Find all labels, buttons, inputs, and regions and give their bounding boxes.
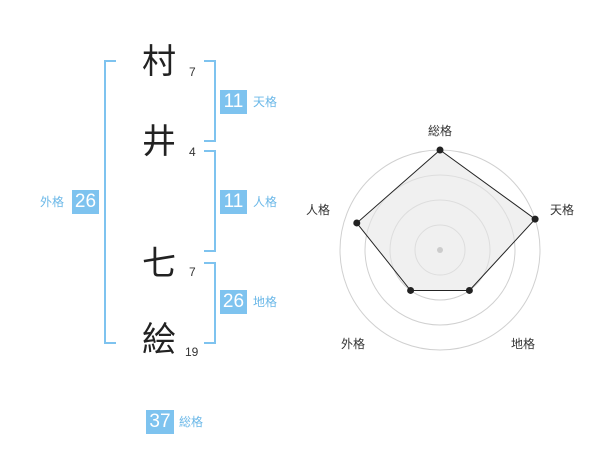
tenkaku-value: 11: [220, 90, 247, 114]
jinkaku-label: 人格: [253, 195, 278, 209]
tenkaku-label: 天格: [253, 95, 278, 109]
gaikaku-value: 26: [72, 190, 99, 214]
radar-label-chikaku: 地格: [511, 337, 536, 351]
gaikaku-label: 外格: [40, 195, 65, 209]
radar-series-polygon: [356, 149, 536, 291]
radar-point-4: [407, 286, 415, 294]
stroke-count-3: 7: [189, 265, 196, 279]
radar-point-2: [531, 215, 539, 223]
gaikaku-bracket: [104, 60, 116, 344]
jinkaku-value: 11: [220, 190, 247, 214]
stroke-count-4: 19: [185, 345, 199, 359]
radar-point-1: [436, 146, 444, 154]
radar-point-3: [465, 286, 473, 294]
soukaku-value: 37: [146, 410, 174, 434]
name-char-4: 絵: [142, 320, 176, 360]
radar-label-gaikaku: 外格: [341, 337, 366, 351]
radar-point-5: [353, 219, 361, 227]
name-char-3: 七: [142, 244, 176, 284]
radar-chart: [339, 146, 541, 351]
stroke-count-2: 4: [189, 145, 196, 159]
radar-label-tenkaku: 天格: [550, 203, 575, 217]
radar-points: [353, 146, 539, 294]
chikaku-label: 地格: [253, 295, 278, 309]
radar-label-jinkaku: 人格: [306, 203, 331, 217]
chikaku-value: 26: [220, 290, 247, 314]
tenkaku-bracket: [204, 60, 216, 142]
name-char-1: 村: [142, 42, 176, 82]
soukaku-label: 総格: [179, 415, 204, 429]
jinkaku-bracket: [204, 150, 216, 252]
radar-label-soukaku: 総格: [428, 124, 453, 138]
stroke-count-1: 7: [189, 65, 196, 79]
name-char-2: 井: [142, 122, 176, 162]
chikaku-bracket: [204, 262, 216, 344]
radar-center-dot: [437, 247, 443, 253]
